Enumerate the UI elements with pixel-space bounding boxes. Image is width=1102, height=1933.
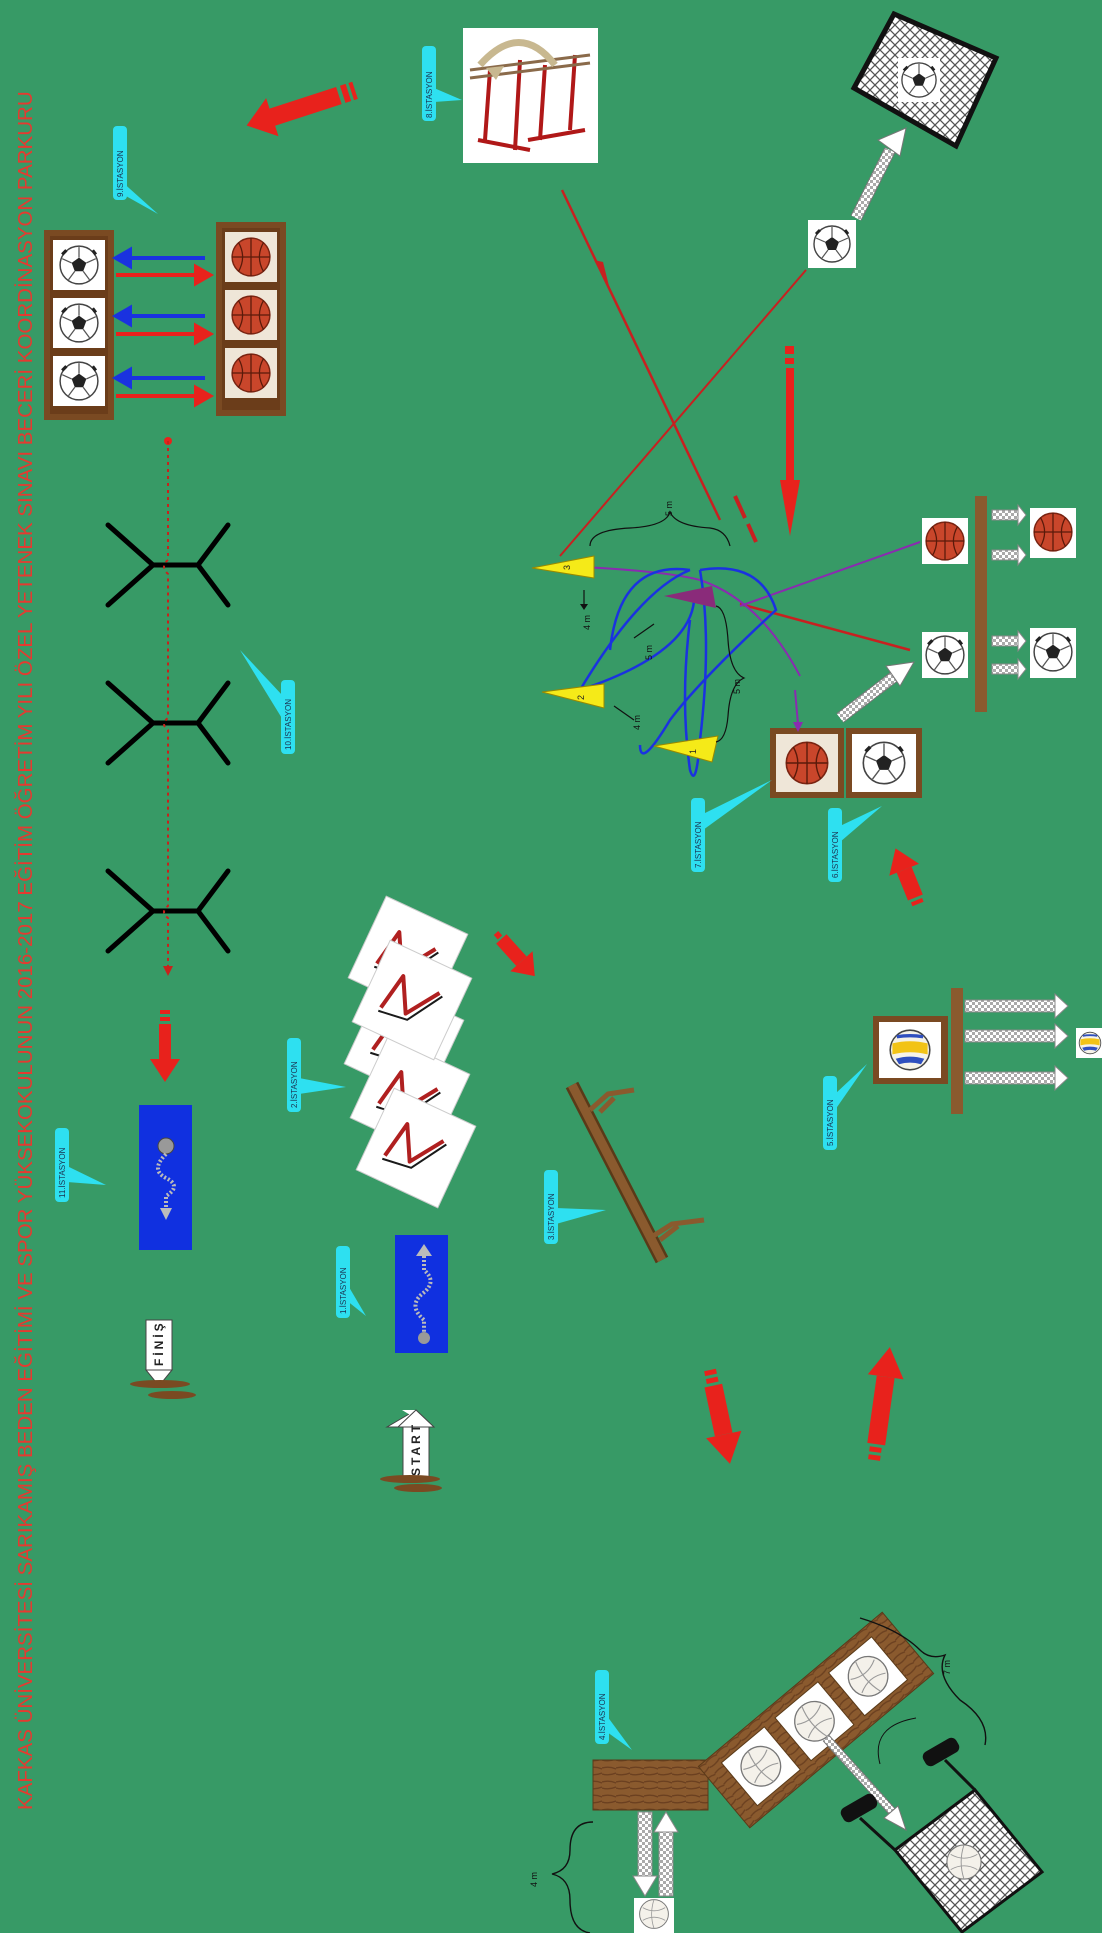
red-arrow-down-to-wall xyxy=(780,346,800,536)
course-title: KAFKAS ÜNİVERSİTESİ SARIKAMIŞ BEDEN EĞİT… xyxy=(14,91,37,1810)
svg-text:11.İSTASYON: 11.İSTASYON xyxy=(58,1147,67,1198)
red-arrow-8-to-9 xyxy=(246,81,358,137)
station-2-hurdle-cards xyxy=(343,895,477,1209)
station-10-callout: 10.İSTASYON xyxy=(240,650,295,754)
station-11-mat xyxy=(139,1105,192,1250)
svg-text:5.İSTASYON: 5.İSTASYON xyxy=(826,1099,835,1146)
station-8-callout: 8.İSTASYON xyxy=(422,46,462,121)
svg-text:9.İSTASYON: 9.İSTASYON xyxy=(116,150,125,197)
finish-sign: FİNİŞ xyxy=(130,1319,196,1399)
station-4-callout: 4.İSTASYON xyxy=(595,1670,632,1750)
station-5-rack xyxy=(873,988,963,1114)
svg-text:1.İSTASYON: 1.İSTASYON xyxy=(339,1267,348,1314)
station-11-callout: 11.İSTASYON xyxy=(55,1128,106,1202)
cone-area-lines xyxy=(559,189,921,777)
measure-4m: 4 m xyxy=(529,1821,594,1933)
svg-text:4 m: 4 m xyxy=(582,615,592,630)
svg-text:2.İSTASYON: 2.İSTASYON xyxy=(290,1061,299,1108)
station-8-hurdle xyxy=(463,28,598,163)
svg-text:3: 3 xyxy=(562,565,572,570)
cone-1: 1 xyxy=(653,735,719,763)
measure-7m: 7 m xyxy=(859,1617,987,1746)
station-3-balance-beam xyxy=(565,1081,705,1264)
svg-text:1: 1 xyxy=(688,749,698,754)
station-5-target-ball xyxy=(1076,1028,1102,1058)
red-arrow-to-station-11 xyxy=(150,1010,180,1082)
top-goal-ball xyxy=(808,220,856,268)
svg-text:5 m: 5 m xyxy=(732,679,742,694)
station-10-dotted-path xyxy=(163,437,173,976)
svg-text:10.İSTASYON: 10.İSTASYON xyxy=(284,699,293,750)
station-4-drop-arrows xyxy=(632,1811,679,1897)
svg-text:4.İSTASYON: 4.İSTASYON xyxy=(598,1693,607,1740)
svg-text:7.İSTASYON: 7.İSTASYON xyxy=(694,821,703,868)
station-9-basketball-rack xyxy=(216,222,286,416)
svg-text:5 m: 5 m xyxy=(664,501,674,516)
station-6-callout: 6.İSTASYON xyxy=(828,806,882,882)
target-wall xyxy=(922,496,1076,712)
cone-measurements: 5 m 5 m 4 m 5 m 4 m xyxy=(580,501,746,743)
svg-text:8.İSTASYON: 8.İSTASYON xyxy=(425,71,434,118)
station-5-arrows xyxy=(964,992,1069,1092)
station-9-transfer-arrows xyxy=(111,246,215,408)
svg-text:6.İSTASYON: 6.İSTASYON xyxy=(831,831,840,878)
station-6-football-rack xyxy=(846,728,922,798)
station-2-callout: 2.İSTASYON xyxy=(287,1038,346,1112)
station-4-ball-rack xyxy=(697,1611,935,1829)
station-4-wood-block xyxy=(592,1759,709,1811)
svg-text:3.İSTASYON: 3.İSTASYON xyxy=(547,1193,556,1240)
red-arrow-3-to-4 xyxy=(704,1368,742,1464)
cone-3: 3 xyxy=(531,555,595,579)
cone-2: 2 xyxy=(541,683,605,709)
svg-text:4 m: 4 m xyxy=(632,715,642,730)
station-4-throw-arrow xyxy=(822,1734,907,1832)
start-sign: START xyxy=(380,1409,442,1492)
svg-text:5 m: 5 m xyxy=(644,645,654,660)
station-4-net-goal xyxy=(840,1717,1045,1933)
svg-text:FİNİŞ: FİNİŞ xyxy=(151,1320,166,1366)
station-1-mat xyxy=(395,1235,448,1353)
station-9-football-rack xyxy=(44,230,114,420)
station-3-callout: 3.İSTASYON xyxy=(544,1170,606,1244)
top-goal-arrow xyxy=(850,127,907,221)
red-arrow-4-to-5 xyxy=(867,1347,904,1461)
station-7-basketball-rack xyxy=(770,728,844,798)
station-5-callout: 5.İSTASYON xyxy=(823,1064,867,1150)
red-arrow-2-to-3 xyxy=(493,930,535,977)
station-6-throw-arrow xyxy=(836,661,915,723)
svg-text:2: 2 xyxy=(576,695,586,700)
svg-text:START: START xyxy=(409,1422,423,1476)
station-1-callout: 1.İSTASYON xyxy=(336,1246,366,1318)
station-9-callout: 9.İSTASYON xyxy=(113,126,158,214)
top-net-goal xyxy=(850,10,1000,150)
red-arrow-5-to-6 xyxy=(889,848,924,907)
station-7-callout: 7.İSTASYON xyxy=(691,780,772,872)
svg-text:4 m: 4 m xyxy=(529,1872,539,1887)
svg-text:7 m: 7 m xyxy=(942,1660,952,1675)
station-4-ball-bottom xyxy=(634,1898,674,1933)
